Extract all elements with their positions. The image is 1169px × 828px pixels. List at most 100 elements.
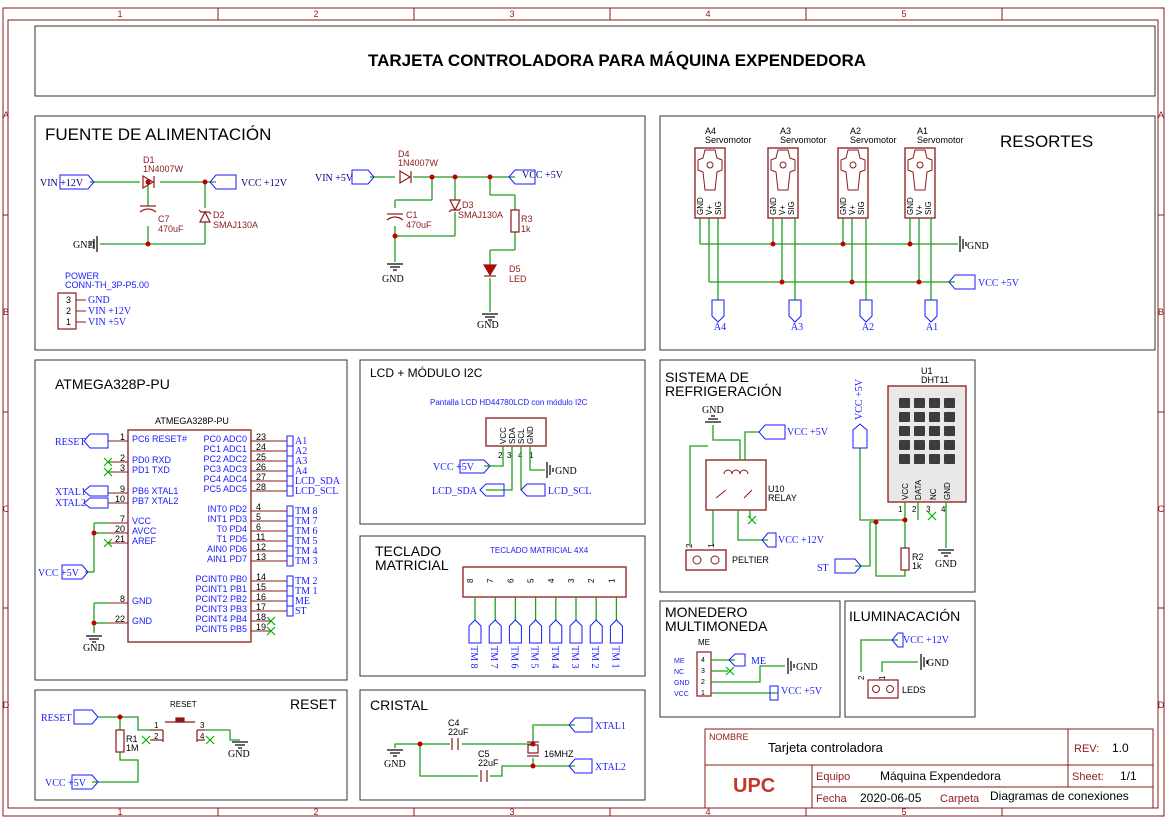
nc-marker <box>141 735 151 745</box>
peltier-label: PELTIER <box>732 555 769 565</box>
crystal-section-title: CRISTAL <box>370 697 428 713</box>
tb-nombre-label: NOMBRE <box>709 732 749 742</box>
col-label: 4 <box>705 9 710 19</box>
tb-equipo: Máquina Expendedora <box>880 769 1001 783</box>
svg-text:SMAJ130A: SMAJ130A <box>213 220 258 230</box>
gnd-label: GND <box>73 240 95 251</box>
conn-leads <box>76 299 86 323</box>
svg-text:GND: GND <box>839 197 848 215</box>
svg-text:GND: GND <box>132 596 153 606</box>
reset-switch-label: RESET <box>170 700 197 709</box>
svg-text:RESET: RESET <box>55 437 86 448</box>
svg-text:V+: V+ <box>848 205 857 215</box>
gnd-symbol <box>85 635 103 643</box>
svg-text:4: 4 <box>200 732 205 741</box>
keypad-net: TM 6 <box>508 646 519 669</box>
lcd-sda-label: LCD_SDA <box>432 486 478 497</box>
svg-text:8: 8 <box>120 594 125 604</box>
svg-text:PCINT5 PB5: PCINT5 PB5 <box>195 624 247 634</box>
dht-vent <box>944 412 955 422</box>
frame-labels: 1 2 3 4 5 1 2 3 4 5 A B C D A B C D <box>3 9 1165 817</box>
svg-text:TM 4: TM 4 <box>295 546 318 557</box>
row-label: D <box>1158 700 1165 710</box>
svg-text:12: 12 <box>256 542 266 552</box>
title-block <box>704 728 1154 809</box>
mcu-chip-name: ATMEGA328P-PU <box>155 416 229 426</box>
leds-connector <box>867 679 899 699</box>
dht-ref: U1 <box>921 366 933 376</box>
xtal2-label: XTAL2 <box>595 762 626 773</box>
svg-text:GND: GND <box>88 295 110 306</box>
dht-vent <box>929 454 940 464</box>
svg-text:DATA: DATA <box>914 479 923 500</box>
c5-ref: C5 <box>478 749 490 759</box>
svg-text:PB7 XTAL2: PB7 XTAL2 <box>132 496 178 506</box>
gnd-symbol <box>546 461 554 479</box>
svg-text:SIG: SIG <box>787 201 796 215</box>
keypad-pin-num: 4 <box>547 578 556 583</box>
row-label: C <box>3 504 10 514</box>
svg-text:1N4007W: 1N4007W <box>143 164 184 174</box>
svg-text:1: 1 <box>120 432 125 442</box>
coin-me-port <box>728 653 746 667</box>
svg-text:GND: GND <box>674 680 690 687</box>
sheet-frame <box>2 7 1165 817</box>
svg-text:A4: A4 <box>714 322 726 333</box>
power-section-title: FUENTE DE ALIMENTACIÓN <box>45 125 271 144</box>
relay-value: RELAY <box>768 493 797 503</box>
svg-text:TM 5: TM 5 <box>295 536 318 547</box>
keypad-pin-num: 2 <box>587 578 596 583</box>
reset-section-title: RESET <box>290 696 337 712</box>
svg-text:AVCC: AVCC <box>132 526 157 536</box>
reset-switch-pins: 1 2 3 4 <box>154 721 205 741</box>
row-label: B <box>3 307 9 317</box>
svg-text:VCC: VCC <box>132 516 152 526</box>
vin5-label: VIN +5V <box>315 173 354 184</box>
keypad-net: TM 7 <box>488 646 499 669</box>
upc-logo: UPC <box>733 775 775 797</box>
reset-vcc-port <box>71 774 99 790</box>
gnd-symbol <box>386 749 404 757</box>
lcd-module <box>485 417 547 447</box>
title-box <box>34 25 1156 97</box>
reset-gnd-label: GND <box>228 749 250 760</box>
nc-marker <box>205 735 215 745</box>
springs-gnd-label: GND <box>967 241 989 252</box>
servo-a3: A3 Servomotor <box>767 126 827 219</box>
servo-a2: A2 Servomotor <box>837 126 897 219</box>
svg-text:D5: D5 <box>509 264 521 274</box>
relay-ref: U10 <box>768 484 785 494</box>
dht-vent <box>929 398 940 408</box>
vin12-port <box>59 174 95 190</box>
svg-text:GND: GND <box>132 616 153 626</box>
svg-text:A3: A3 <box>780 126 791 136</box>
vcc12-port <box>209 174 237 190</box>
mcu-right-pins: PC0 ADC0 PC1 ADC1 PC2 ADC2 PC3 ADC3 PC4 … <box>195 434 247 634</box>
svg-text:NC: NC <box>929 488 938 500</box>
mcu-vcc-port <box>61 564 89 580</box>
mcu-nc-markers <box>103 457 276 636</box>
svg-text:PC4 ADC4: PC4 ADC4 <box>203 474 247 484</box>
svg-text:TM 2: TM 2 <box>295 576 318 587</box>
svg-text:470uF: 470uF <box>158 224 184 234</box>
svg-text:PD1 TXD: PD1 TXD <box>132 465 170 475</box>
svg-text:A2: A2 <box>862 322 874 333</box>
reset-wires <box>92 716 240 783</box>
gnd-symbol <box>787 657 795 675</box>
keypad-net: TM 5 <box>529 646 540 669</box>
col-label: 1 <box>117 9 122 19</box>
leds-pin: 1 <box>878 675 887 680</box>
coin-gnd-label: GND <box>796 662 818 673</box>
peltier-pin: 2 <box>685 543 694 548</box>
page-title: TARJETA CONTROLADORA PARA MÁQUINA EXPEND… <box>368 51 866 70</box>
coin-title-1: MONEDERO <box>665 604 748 620</box>
svg-text:A1: A1 <box>295 436 307 447</box>
svg-text:PD0 RXD: PD0 RXD <box>132 455 172 465</box>
svg-text:A4: A4 <box>295 466 307 477</box>
svg-text:NC: NC <box>674 669 684 676</box>
servo-a4: A4 Servomotor <box>694 126 752 219</box>
cooling-wires <box>689 425 768 545</box>
svg-text:2: 2 <box>120 453 125 463</box>
row-label: B <box>1158 307 1164 317</box>
svg-text:D3: D3 <box>462 200 474 210</box>
